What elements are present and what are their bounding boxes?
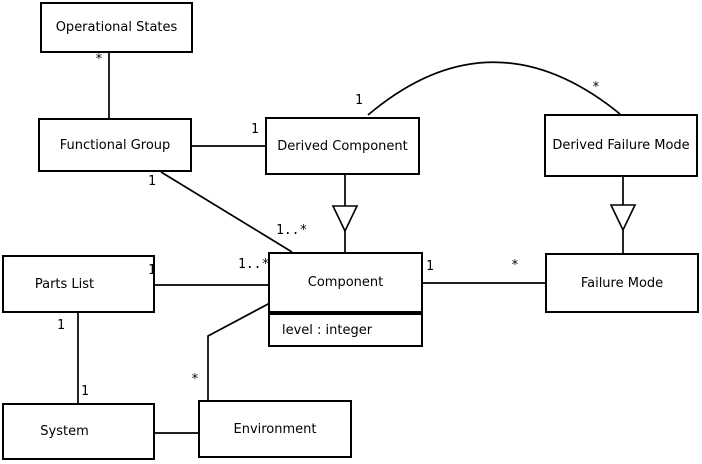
multiplicity-label: * — [592, 80, 600, 95]
class-system[interactable]: System — [2, 403, 155, 460]
class-name-label: Environment — [233, 421, 317, 437]
generalization-arrow-icon — [331, 205, 359, 233]
class-name-label: Derived Failure Mode — [552, 138, 690, 153]
multiplicity-label: * — [511, 258, 519, 273]
class-functional-group[interactable]: Functional Group — [38, 118, 192, 172]
class-name-label: Failure Mode — [580, 275, 664, 291]
class-name-label: Derived Component — [277, 138, 408, 154]
class-parts-list[interactable]: Parts List — [2, 255, 155, 313]
class-name-label: System — [40, 424, 89, 439]
multiplicity-label: 1 — [148, 263, 156, 278]
association-functional-group-component — [160, 171, 293, 253]
attribute-label: level : integer — [282, 322, 373, 338]
class-derived-failure-mode[interactable]: Derived Failure Mode — [544, 114, 698, 177]
association-arc-derived-component-derived-failure-mode — [367, 61, 621, 116]
class-name-label: Parts List — [34, 276, 95, 292]
class-failure-mode[interactable]: Failure Mode — [545, 253, 699, 313]
multiplicity-label: 1..* — [238, 257, 270, 272]
multiplicity-label: * — [191, 372, 199, 387]
multiplicity-label: * — [95, 52, 103, 67]
multiplicity-label: 1 — [426, 259, 434, 274]
class-component[interactable]: Component — [268, 252, 423, 313]
multiplicity-label: 1 — [148, 174, 156, 189]
class-name-label: Functional Group — [59, 137, 171, 153]
generalization-arrow-icon — [609, 204, 637, 232]
class-environment[interactable]: Environment — [198, 400, 352, 458]
association-component-environment — [207, 302, 271, 400]
class-name-label: Operational States — [55, 20, 178, 35]
class-component-attribute-compartment[interactable]: level : integer — [268, 313, 423, 347]
multiplicity-label: 1 — [355, 93, 363, 108]
class-operational-states[interactable]: Operational States — [40, 2, 193, 53]
class-derived-component[interactable]: Derived Component — [265, 117, 420, 175]
multiplicity-label: 1 — [81, 384, 89, 399]
multiplicity-label: 1 — [251, 122, 259, 137]
class-name-label: Component — [307, 275, 384, 290]
multiplicity-label: 1..* — [276, 223, 308, 238]
multiplicity-label: 1 — [57, 318, 65, 333]
